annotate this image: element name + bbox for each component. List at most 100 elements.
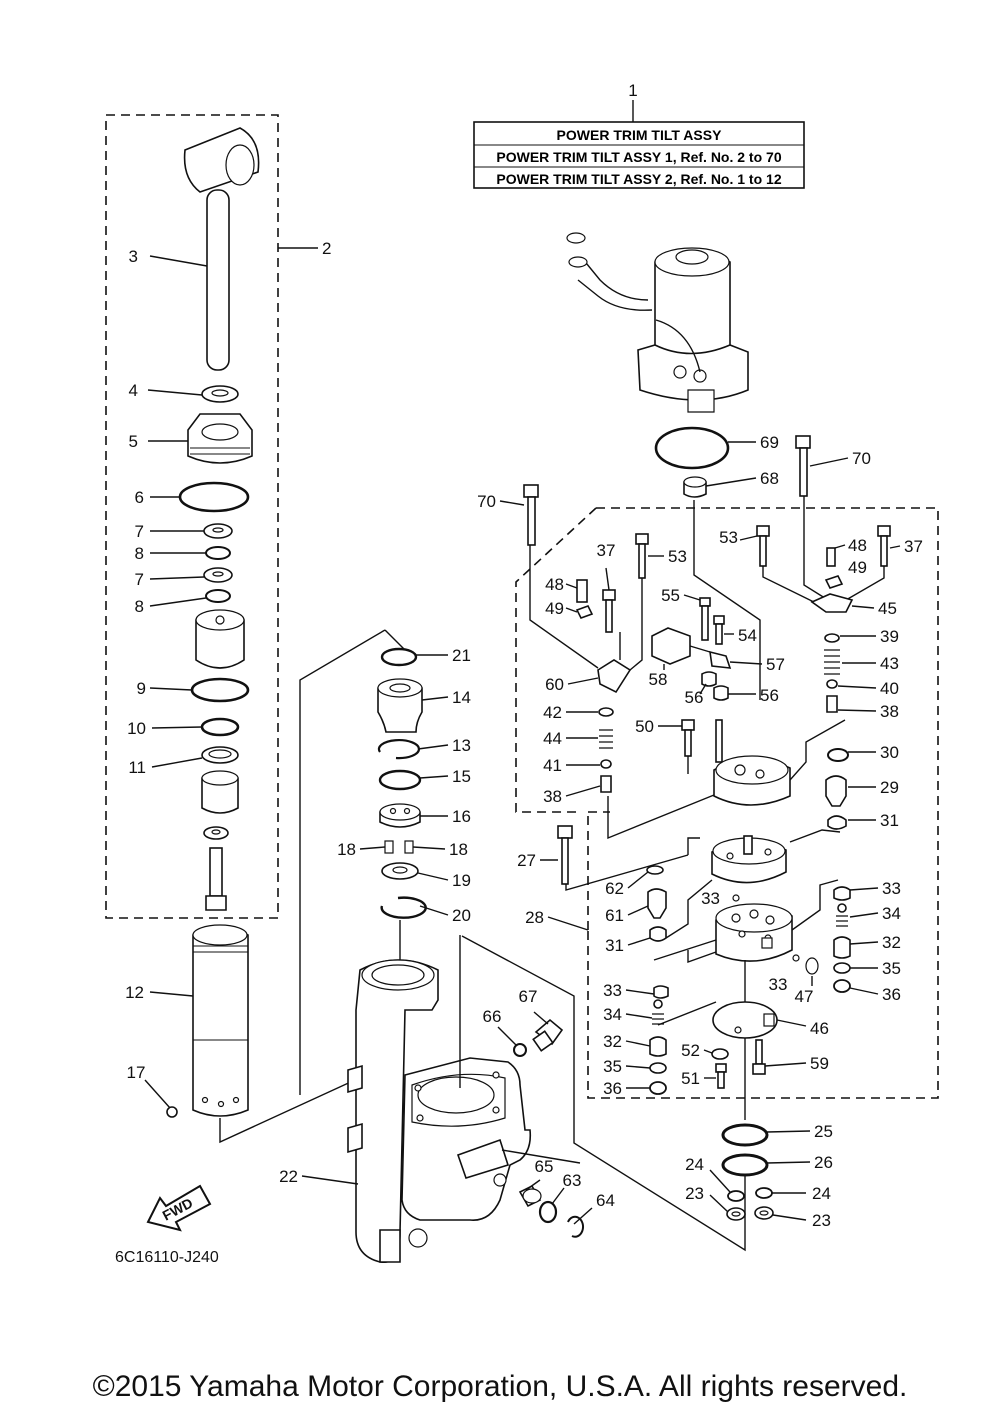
coupling-and-bolts [499, 435, 849, 700]
callout-38b: 38 [543, 787, 562, 806]
callout-48a: 48 [545, 575, 564, 594]
plate-fasteners [703, 1039, 807, 1089]
title-line-1: POWER TRIM TILT ASSY [557, 127, 723, 143]
manual-valve-bracket-left [529, 533, 664, 694]
callout-8b: 8 [135, 597, 144, 616]
callout-1: 1 [628, 81, 637, 100]
callout-33a: 33 [882, 879, 901, 898]
callout-20: 20 [452, 906, 471, 925]
callout-41: 41 [543, 756, 562, 775]
callout-30: 30 [880, 743, 899, 762]
callout-63: 63 [563, 1171, 582, 1190]
callout-32a: 32 [882, 933, 901, 952]
callout-labels: 1 2 3 4 5 6 7 8 7 8 9 10 11 12 13 14 15 … [125, 81, 923, 1230]
callout-3: 3 [129, 247, 138, 266]
valve-left-column [565, 707, 614, 797]
callout-12: 12 [125, 983, 144, 1002]
callout-7a: 7 [135, 522, 144, 541]
callout-49b: 49 [848, 558, 867, 577]
callout-37a: 37 [597, 541, 616, 560]
callout-65: 65 [535, 1157, 554, 1176]
callout-48b: 48 [848, 536, 867, 555]
title-box: POWER TRIM TILT ASSY POWER TRIM TILT ASS… [473, 100, 805, 189]
lower-valve-block [687, 879, 839, 986]
callout-47: 47 [795, 987, 814, 1006]
callout-70a: 70 [477, 492, 496, 511]
leader-line [501, 1149, 581, 1164]
callout-35a: 35 [882, 959, 901, 978]
callout-28: 28 [525, 908, 544, 927]
valve-lower-left-column [625, 985, 669, 1095]
valve-assembly-box [587, 507, 939, 1099]
callout-37b: 37 [904, 537, 923, 556]
callout-61: 61 [605, 906, 624, 925]
callout-62: 62 [605, 879, 624, 898]
callout-32b: 32 [603, 1032, 622, 1051]
callout-22: 22 [279, 1167, 298, 1186]
callout-69: 69 [760, 433, 779, 452]
callout-25: 25 [814, 1122, 833, 1141]
callout-51: 51 [681, 1069, 700, 1088]
callout-67: 67 [519, 987, 538, 1006]
manual-valve-bracket-right [739, 525, 901, 613]
callout-24a: 24 [685, 1155, 704, 1174]
callout-7b: 7 [135, 570, 144, 589]
callout-60: 60 [545, 675, 564, 694]
callout-46: 46 [810, 1019, 829, 1038]
callout-18a: 18 [337, 840, 356, 859]
callout-4: 4 [129, 381, 138, 400]
callout-34b: 34 [603, 1005, 622, 1024]
long-bolt [540, 825, 689, 891]
seals-and-rings [709, 1123, 811, 1221]
callout-6: 6 [135, 488, 144, 507]
copyright-notice: ©2015 Yamaha Motor Corporation, U.S.A. A… [92, 1370, 908, 1403]
callout-57: 57 [766, 655, 785, 674]
callout-55: 55 [661, 586, 680, 605]
callout-38a: 38 [880, 702, 899, 721]
callout-15: 15 [452, 767, 471, 786]
callout-26: 26 [814, 1153, 833, 1172]
callout-56b: 56 [760, 686, 779, 705]
callout-9: 9 [137, 679, 146, 698]
callout-11: 11 [128, 758, 146, 777]
center-valve-stack [359, 629, 449, 998]
middle-valve-block [627, 829, 841, 946]
callout-14: 14 [452, 688, 471, 707]
callout-58: 58 [649, 670, 668, 689]
callout-54: 54 [738, 626, 757, 645]
callout-34a: 34 [882, 904, 901, 923]
valve-right-column [824, 633, 877, 713]
callout-36a: 36 [882, 985, 901, 1004]
callout-33b: 33 [701, 889, 720, 908]
tilt-cylinder [144, 629, 386, 1144]
leader-line [461, 935, 746, 1252]
callout-35b: 35 [603, 1057, 622, 1076]
callout-59: 59 [810, 1054, 829, 1073]
upper-valve-block [607, 719, 876, 840]
callout-16: 16 [452, 807, 471, 826]
callout-68: 68 [760, 469, 779, 488]
callout-8a: 8 [135, 544, 144, 563]
callout-44: 44 [543, 729, 562, 748]
callout-17: 17 [127, 1063, 146, 1082]
callout-50: 50 [635, 717, 654, 736]
callout-24b: 24 [812, 1184, 831, 1203]
callout-45: 45 [878, 599, 897, 618]
callout-49a: 49 [545, 599, 564, 618]
electric-motor [566, 232, 749, 413]
callout-53b: 53 [719, 528, 738, 547]
callout-27: 27 [517, 851, 536, 870]
manual-valve-parts [651, 594, 763, 701]
title-line-3: POWER TRIM TILT ASSY 2, Ref. No. 1 to 12 [496, 171, 781, 187]
callout-5: 5 [129, 432, 138, 451]
callout-66: 66 [483, 1007, 502, 1026]
callout-33d: 33 [603, 981, 622, 1000]
callout-13: 13 [452, 736, 471, 755]
callout-52: 52 [681, 1041, 700, 1060]
callout-29: 29 [880, 778, 899, 797]
forward-direction-arrow: FWD [146, 1184, 212, 1232]
trim-tilt-housing [301, 959, 532, 1263]
callout-40: 40 [880, 679, 899, 698]
callout-19: 19 [452, 871, 471, 890]
